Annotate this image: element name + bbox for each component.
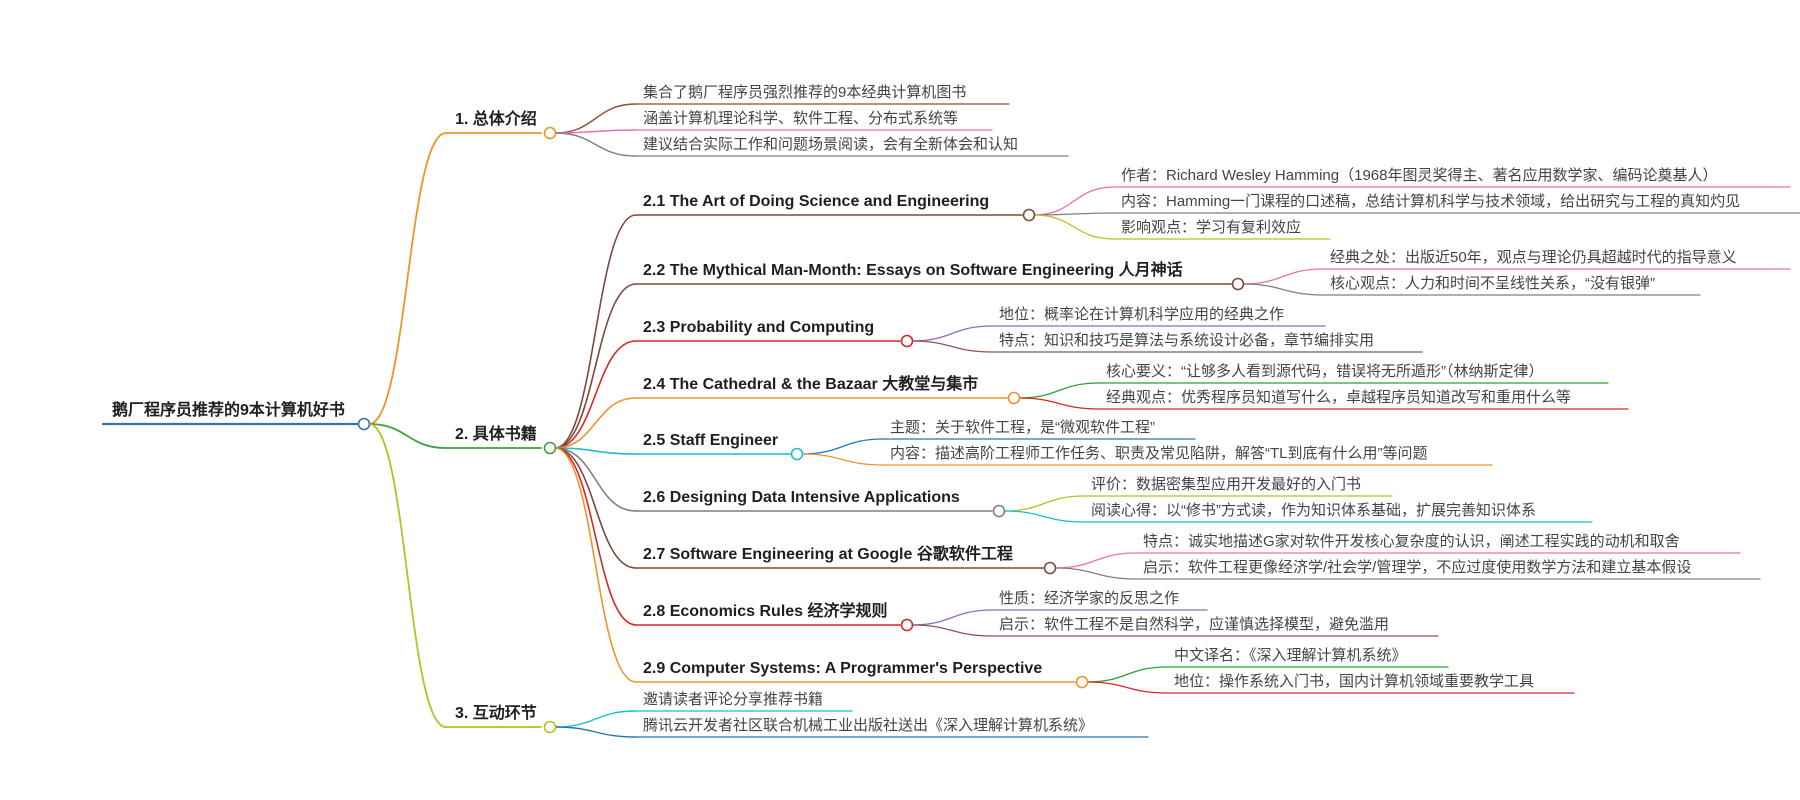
book-5-topic[interactable]: 2.5 Staff Engineer <box>643 432 778 449</box>
edge-book-9-leaf-1 <box>1086 666 1168 683</box>
book-9-leaf-2: 地位：操作系统入门书，国内计算机领域重要教学工具 <box>1174 672 1534 690</box>
book-8-leaf-2: 启示：软件工程不是自然科学，应谨慎选择模型，避免滥用 <box>999 615 1389 633</box>
book-8-collapse-knob[interactable] <box>900 618 914 632</box>
book-4-leaf-1: 核心要义：“让够多人看到源代码，错误将无所遁形”（林纳斯定律） <box>1106 363 1544 380</box>
edge-book-1 <box>554 214 637 449</box>
edge-book-8-leaf-2 <box>911 624 993 637</box>
edge-book-7-leaf-2 <box>1054 567 1137 580</box>
edges-layer <box>368 103 1324 738</box>
section-1-leaf-2: 涵盖计算机理论科学、软件工程、分布式系统等 <box>643 109 958 127</box>
book-9-leaf-1: 中文译名：《深入理解计算机系统》 <box>1174 646 1407 664</box>
book-2-leaf-1: 经典之处：出版近50年，观点与理论仍具超越时代的指导意义 <box>1330 248 1737 266</box>
book-1-leaf-3: 影响观点：学习有复利效应 <box>1121 218 1301 236</box>
book-4-collapse-knob[interactable] <box>1007 391 1021 405</box>
edge-book-1-leaf-3 <box>1033 214 1115 240</box>
edge-book-5-leaf-1 <box>801 438 884 455</box>
book-5-leaf-1: 主题：关于软件工程，是“微观软件工程” <box>890 419 1155 436</box>
section-1-leaf-1: 集合了鹅厂程序员强烈推荐的9本经典计算机图书 <box>643 83 966 101</box>
edge-book-6 <box>554 447 637 512</box>
book-2-collapse-knob[interactable] <box>1231 277 1245 291</box>
edge-book-1-leaf-2 <box>1033 212 1115 216</box>
root-topic[interactable]: 鹅厂程序员推荐的9本计算机好书 <box>112 400 345 419</box>
book-2-topic[interactable]: 2.2 The Mythical Man-Month: Essays on So… <box>643 260 1183 279</box>
book-7-leaf-1: 特点：诚实地描述G家对软件开发核心复杂度的认识，阐述工程实践的动机和取舍 <box>1143 532 1680 550</box>
book-1-leaf-2: 内容：Hamming一门课程的口述稿，总结计算机科学与技术领域，给出研究与工程的… <box>1121 192 1740 210</box>
edge-book-6-leaf-1 <box>1003 495 1085 512</box>
book-7-leaf-2: 启示：软件工程更像经济学/社会学/管理学，不应过度使用数学方法和建立基本假设 <box>1143 558 1691 576</box>
book-9-collapse-knob[interactable] <box>1075 675 1089 689</box>
underlines-layer <box>101 103 1800 738</box>
book-9-topic[interactable]: 2.9 Computer Systems: A Programmer's Per… <box>643 660 1042 677</box>
book-6-collapse-knob[interactable] <box>992 504 1006 518</box>
edge-book-4-leaf-2 <box>1018 397 1100 410</box>
book-5-collapse-knob[interactable] <box>790 447 804 461</box>
book-6-leaf-2: 阅读心得：以“修书”方式读，作为知识体系基础，扩展完善知识体系 <box>1091 502 1536 519</box>
edge-root-section-1 <box>368 132 447 425</box>
edge-book-3-leaf-2 <box>911 340 993 353</box>
edge-book-1-leaf-1 <box>1033 186 1115 216</box>
book-8-leaf-1: 性质：经济学家的反思之作 <box>999 590 1179 607</box>
book-7-collapse-knob[interactable] <box>1043 561 1057 575</box>
book-4-topic[interactable]: 2.4 The Cathedral & the Bazaar 大教堂与集市 <box>643 374 978 393</box>
book-1-topic[interactable]: 2.1 The Art of Doing Science and Enginee… <box>643 193 989 210</box>
edge-section-3-leaf-1 <box>554 710 637 728</box>
book-3-collapse-knob[interactable] <box>900 334 914 348</box>
edge-book-7 <box>554 447 637 569</box>
book-3-leaf-2: 特点：知识和技巧是算法与系统设计必备，章节编排实用 <box>999 331 1374 349</box>
edge-book-2 <box>554 283 637 449</box>
section-3-leaf-1: 邀请读者评论分享推荐书籍 <box>643 691 823 708</box>
edge-root-section-2 <box>368 423 447 449</box>
edge-book-8-leaf-1 <box>911 609 993 626</box>
edge-book-4 <box>554 397 637 449</box>
root-collapse-knob[interactable] <box>357 417 371 431</box>
edge-section-1-leaf-2 <box>554 129 637 134</box>
edge-book-8 <box>554 447 637 626</box>
edge-book-9-leaf-2 <box>1086 681 1168 694</box>
edge-section-3-leaf-2 <box>554 726 637 738</box>
book-8-topic[interactable]: 2.8 Economics Rules 经济学规则 <box>643 601 888 620</box>
book-7-topic[interactable]: 2.7 Software Engineering at Google 谷歌软件工… <box>643 544 1013 563</box>
book-1-collapse-knob[interactable] <box>1022 208 1036 222</box>
section-2-collapse-knob[interactable] <box>543 441 557 455</box>
book-4-leaf-2: 经典观点：优秀程序员知道写什么，卓越程序员知道改写和重用什么等 <box>1106 388 1571 406</box>
edge-book-2-leaf-2 <box>1242 283 1324 296</box>
edge-book-4-leaf-1 <box>1018 382 1100 399</box>
section-1-collapse-knob[interactable] <box>543 126 557 140</box>
book-3-leaf-1: 地位：概率论在计算机科学应用的经典之作 <box>999 305 1284 323</box>
edge-book-6-leaf-2 <box>1003 510 1085 523</box>
section-1-topic[interactable]: 1. 总体介绍 <box>455 109 537 128</box>
book-2-leaf-2: 核心观点：人力和时间不呈线性关系，“没有银弹” <box>1330 275 1655 292</box>
section-3-leaf-2: 腾讯云开发者社区联合机械工业出版社送出《深入理解计算机系统》 <box>643 716 1093 734</box>
book-6-leaf-1: 评价：数据密集型应用开发最好的入门书 <box>1091 475 1361 493</box>
section-2-topic[interactable]: 2. 具体书籍 <box>455 424 537 443</box>
edge-book-3 <box>554 340 637 449</box>
edge-book-3-leaf-1 <box>911 325 993 342</box>
edge-book-9 <box>554 447 637 683</box>
section-3-topic[interactable]: 3. 互动环节 <box>455 703 537 722</box>
edge-section-1-leaf-3 <box>554 132 637 157</box>
book-6-topic[interactable]: 2.6 Designing Data Intensive Application… <box>643 489 960 506</box>
section-1-leaf-3: 建议结合实际工作和问题场景阅读，会有全新体会和认知 <box>643 135 1018 153</box>
edge-book-2-leaf-1 <box>1242 268 1324 285</box>
book-1-leaf-1: 作者：Richard Wesley Hamming（1968年图灵奖得主、著名应… <box>1121 166 1717 184</box>
edge-section-1-leaf-1 <box>554 103 637 134</box>
book-3-topic[interactable]: 2.3 Probability and Computing <box>643 319 874 336</box>
nodes-layer: 鹅厂程序员推荐的9本计算机好书 1. 总体介绍 集合了鹅厂程序员强烈推荐的9本经典计… <box>112 83 1740 734</box>
book-5-leaf-2: 内容：描述高阶工程师工作任务、职责及常见陷阱，解答“TL到底有什么用”等问题 <box>890 444 1428 462</box>
section-3-collapse-knob[interactable] <box>543 720 557 734</box>
edge-root-section-3 <box>368 423 447 728</box>
edge-book-5-leaf-2 <box>801 453 884 466</box>
edge-book-7-leaf-1 <box>1054 552 1137 569</box>
edge-book-5 <box>554 447 637 455</box>
